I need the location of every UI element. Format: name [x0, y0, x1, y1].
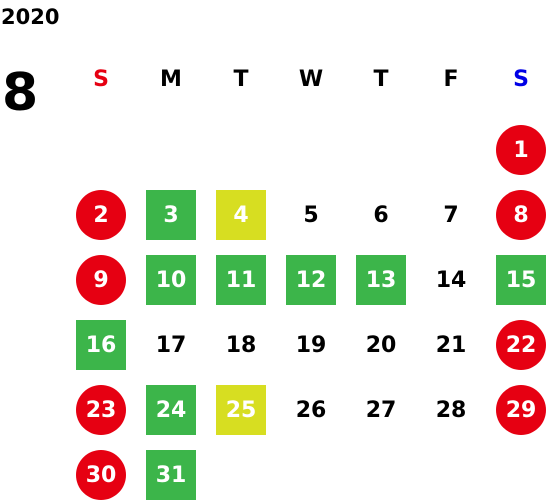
day-15: 15 [496, 255, 546, 305]
day-4: 4 [216, 190, 266, 240]
day-5: 5 [303, 202, 319, 228]
month-number: 8 [2, 63, 39, 123]
day-23: 23 [76, 385, 126, 435]
day-25: 25 [216, 385, 266, 435]
day-27: 27 [365, 397, 397, 423]
day-8: 8 [496, 190, 546, 240]
day-22: 22 [496, 320, 546, 370]
day-19: 19 [295, 332, 327, 358]
day-16: 16 [76, 320, 126, 370]
day-17: 17 [155, 332, 187, 358]
day-28: 28 [435, 397, 467, 423]
weekday-sun: S [93, 67, 109, 92]
day-29: 29 [496, 385, 546, 435]
day-3: 3 [146, 190, 196, 240]
day-20: 20 [365, 332, 397, 358]
weekday-mon: M [160, 67, 182, 92]
day-24: 24 [146, 385, 196, 435]
day-6: 6 [373, 202, 389, 228]
day-1: 1 [496, 125, 546, 175]
day-30: 30 [76, 450, 126, 500]
weekday-wed: W [298, 67, 324, 92]
weekday-fri: F [443, 67, 459, 92]
day-11: 11 [216, 255, 266, 305]
day-14: 14 [435, 267, 467, 293]
day-26: 26 [295, 397, 327, 423]
day-13: 13 [356, 255, 406, 305]
day-2: 2 [76, 190, 126, 240]
year-label: 2020 [1, 5, 60, 29]
day-21: 21 [435, 332, 467, 358]
day-18: 18 [225, 332, 257, 358]
day-12: 12 [286, 255, 336, 305]
day-31: 31 [146, 450, 196, 500]
day-10: 10 [146, 255, 196, 305]
weekday-thu: T [373, 67, 389, 92]
weekday-sat: S [513, 67, 529, 92]
day-7: 7 [443, 202, 459, 228]
weekday-tue: T [233, 67, 249, 92]
day-9: 9 [76, 255, 126, 305]
